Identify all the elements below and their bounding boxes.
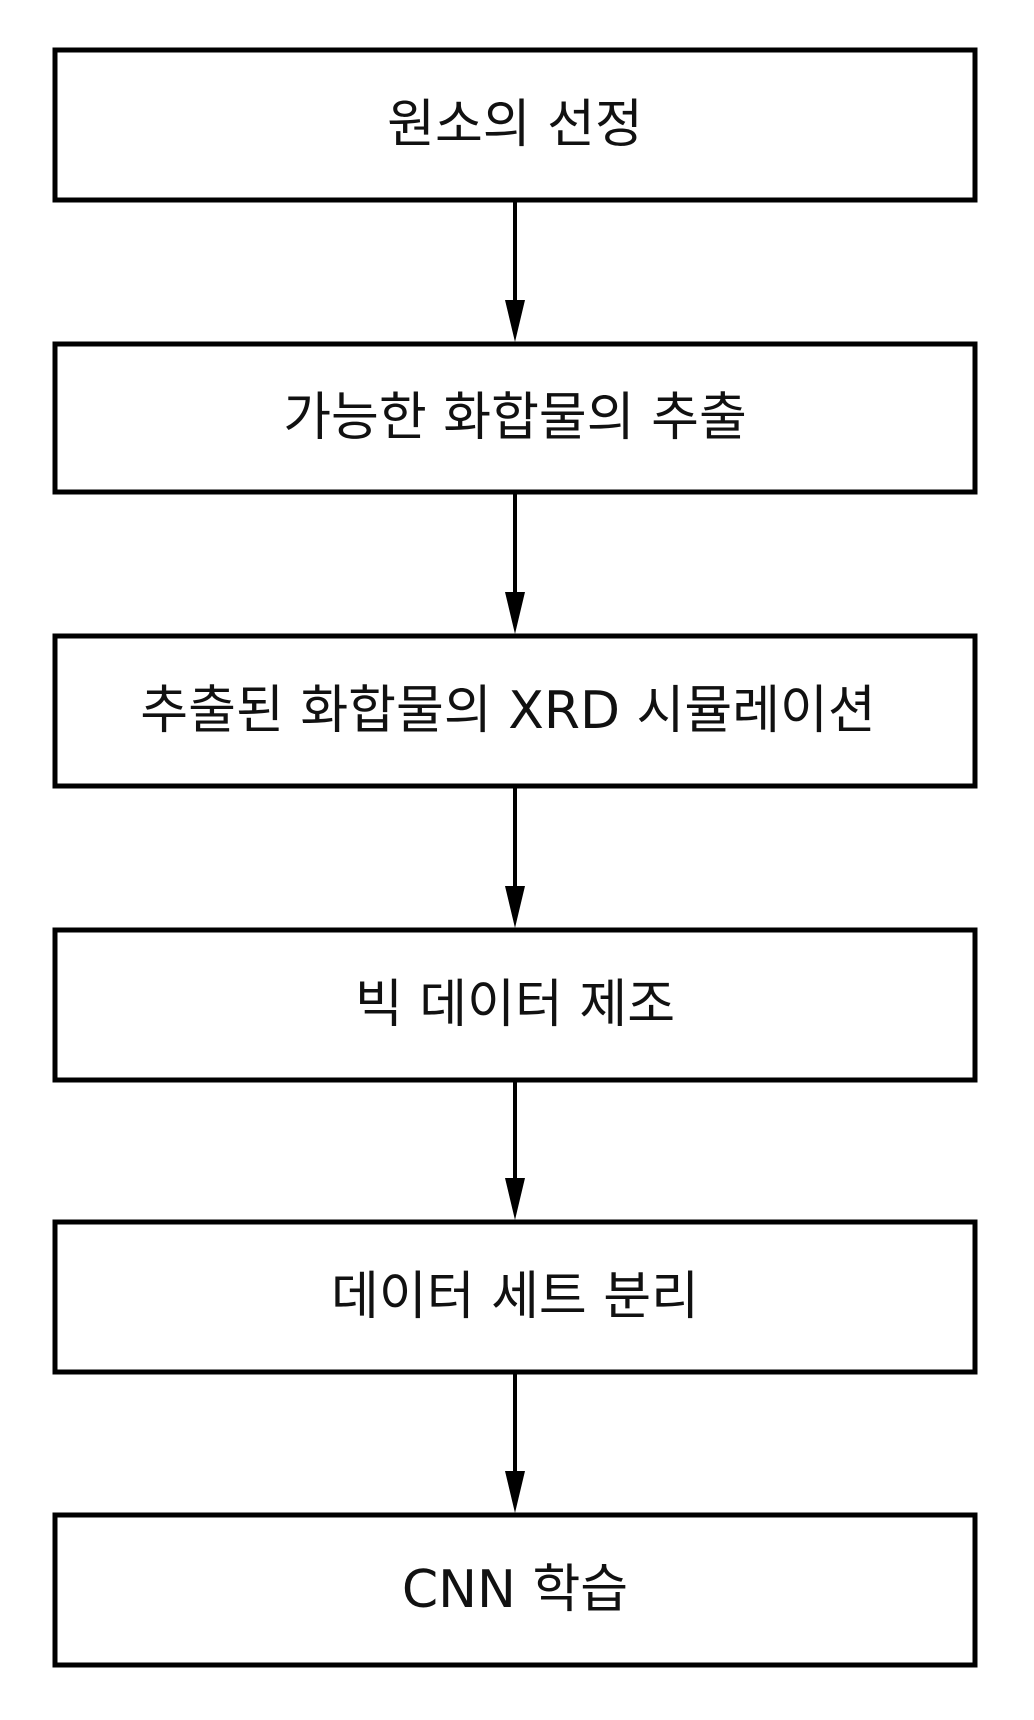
- step-6-box: [52, 1512, 978, 1668]
- step-2-label: 가능한 화합물의 추출: [283, 388, 747, 448]
- step-2: 가능한 화합물의 추출: [52, 341, 978, 495]
- arrow-1-to-2: [505, 200, 525, 342]
- arrow-3-head: [505, 886, 525, 928]
- step-1-box: [52, 47, 978, 203]
- arrow-1-head: [505, 300, 525, 342]
- arrow-2-head: [505, 592, 525, 634]
- arrow-2-to-3: [505, 492, 525, 634]
- arrow-5-head: [505, 1471, 525, 1513]
- step-4-box: [52, 927, 978, 1083]
- arrow-4-head: [505, 1178, 525, 1220]
- step-4: 빅 데이터 제조: [52, 927, 978, 1083]
- arrow-3-to-4: [505, 786, 525, 928]
- step-3-label: 추출된 화합물의 XRD 시뮬레이션: [140, 681, 875, 741]
- step-5-label: 데이터 세트 분리: [331, 1267, 699, 1327]
- arrow-4-to-5: [505, 1080, 525, 1220]
- step-6: CNN 학습: [52, 1512, 978, 1668]
- arrow-5-to-6: [505, 1372, 525, 1513]
- step-3: 추출된 화합물의 XRD 시뮬레이션: [52, 633, 978, 789]
- step-1-label: 원소의 선정: [387, 95, 643, 155]
- step-4-label: 빅 데이터 제조: [355, 975, 675, 1035]
- step-3-box: [52, 633, 978, 789]
- step-6-label: CNN 학습: [402, 1560, 628, 1620]
- step-2-box: [52, 341, 978, 495]
- step-1: 원소의 선정: [52, 47, 978, 203]
- step-5: 데이터 세트 분리: [52, 1219, 978, 1375]
